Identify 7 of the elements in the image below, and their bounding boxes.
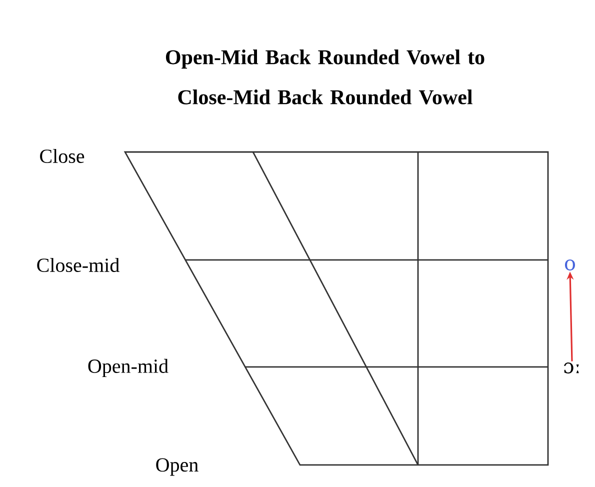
axis-label: Open-mid [88, 358, 168, 378]
title: Open-Mid Back Rounded Vowel to Close-Mid Back Rounded Vowel [166, 50, 484, 104]
axis-label: Close [40, 148, 84, 164]
axis-label: Open [156, 458, 198, 476]
axis-label: Close-mid [37, 258, 120, 272]
vowel-symbol: ɔː [564, 362, 579, 374]
vowel-symbol: o [564, 260, 575, 270]
